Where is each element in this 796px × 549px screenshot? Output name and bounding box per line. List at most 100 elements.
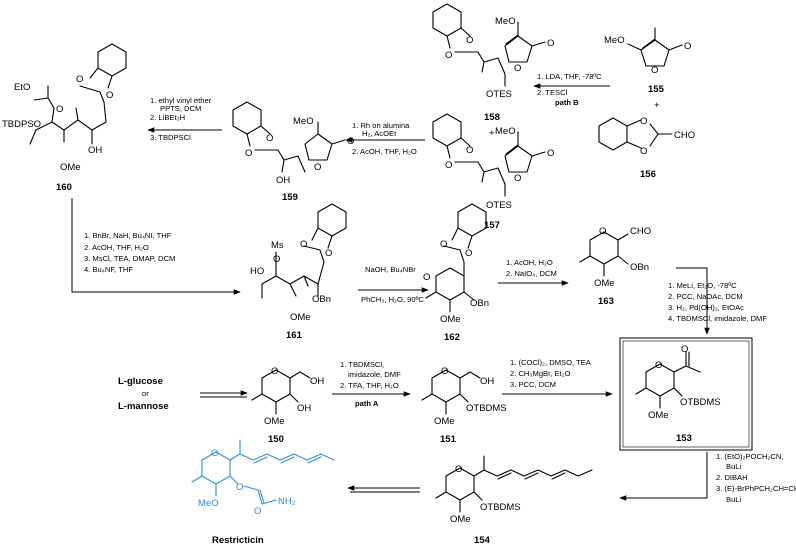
number-153: 153 bbox=[676, 433, 692, 444]
label-154-methoxy: OMe bbox=[450, 514, 471, 525]
number-163: 163 bbox=[598, 296, 614, 307]
sugar-source: L-glucose or L-mannose bbox=[118, 376, 248, 412]
label-161-mesyl: Ms bbox=[271, 240, 284, 251]
path-a-arrow: 1. TBDMSCl, imidazole, DMF 2. TFA, THF, … bbox=[332, 360, 411, 408]
to-159-condition-3: 2. AcOH, THF, H₂O bbox=[352, 147, 417, 156]
number-160: 160 bbox=[56, 182, 72, 193]
label-162-pyran-oxygen: O bbox=[423, 272, 430, 283]
to-160-condition-1: 1. ethyl vinyl ether bbox=[150, 96, 212, 105]
number-157: 157 bbox=[484, 220, 500, 231]
path-b-condition-1: 1. LDA, THF, -78ºC bbox=[537, 72, 602, 81]
label-160-hydroxyl: OH bbox=[88, 145, 102, 156]
label-156-dioxolane-oxygen-top: O bbox=[640, 116, 647, 127]
to-162-condition-1: NaOH, Bu₄NBr bbox=[365, 265, 416, 274]
to-153-bottom-condition-2: 2. CH₃MgBr, Et₂O bbox=[510, 369, 571, 378]
to-160-condition-4: 3. TBDPSCl bbox=[150, 133, 191, 142]
to-154-arrow: 1. (EtO)₂POCH₂CN, BuLi 2. DIBAH 3. (E)-B… bbox=[619, 452, 796, 504]
label-restricticin-carbonyl-oxygen: O bbox=[254, 506, 261, 517]
label-162-dioxolane-oxygen-a: O bbox=[440, 239, 447, 250]
label-155-ring-oxygen: O bbox=[651, 65, 658, 76]
label-153-ketone-oxygen: O bbox=[681, 344, 688, 355]
label-153-pyran-oxygen: O bbox=[655, 360, 662, 371]
label-157-carbonyl-oxygen: O bbox=[547, 148, 554, 159]
to-154-condition-5: BuLi bbox=[726, 495, 742, 504]
number-151: 151 bbox=[440, 434, 457, 445]
label-150-primary-hydroxyl: OH bbox=[310, 376, 324, 387]
label-161-hydroxyl: HO bbox=[250, 266, 264, 277]
label-154-pyran-oxygen: O bbox=[455, 464, 462, 475]
to-153-top-condition-3: 3. H₂, Pd(OH)₂, EtOAc bbox=[668, 303, 744, 312]
number-150: 150 bbox=[268, 434, 284, 445]
label-159-hydroxyl: OH bbox=[276, 175, 290, 186]
label-157-dioxolane-oxygen-a: O bbox=[466, 145, 473, 156]
label-158-methoxy: MeO bbox=[495, 16, 516, 27]
to-160-condition-3: 2. LiBEt₃H bbox=[150, 113, 185, 122]
compound-154: O OTBDMS OMe 154 bbox=[435, 455, 593, 546]
number-158: 158 bbox=[484, 112, 500, 123]
plus-sign-1: + bbox=[654, 100, 660, 111]
to-154-condition-1: 1. (EtO)₂POCH₂CN, bbox=[716, 452, 784, 461]
label-158-otes: OTES bbox=[486, 89, 512, 100]
to-restricticin-arrow bbox=[347, 485, 420, 493]
label-163-aldehyde: CHO bbox=[630, 226, 651, 237]
label-160-ethoxy: EtO bbox=[14, 82, 30, 93]
label-restricticin-pyran-oxygen: O bbox=[211, 448, 218, 459]
label-161-methoxy: OMe bbox=[290, 312, 311, 323]
to-153-top-condition-2: 2. PCC, NaOAc, DCM bbox=[668, 292, 743, 301]
label-153-otbdms: OTBDMS bbox=[680, 397, 721, 408]
to-161-condition-4: 4. Bu₄NF, THF bbox=[84, 265, 133, 274]
label-157-methoxy: MeO bbox=[495, 126, 516, 137]
to-160-condition-2: PPTS, DCM bbox=[160, 104, 201, 113]
restricticin-name: Restricticin bbox=[212, 535, 264, 546]
label-156-aldehyde: CHO bbox=[674, 130, 695, 141]
to-162-arrow: NaOH, Bu₄NBr PhCH₃, H₂O, 90ºC bbox=[358, 265, 429, 304]
label-158-dioxolane-oxygen-a: O bbox=[466, 35, 473, 46]
label-150-secondary-hydroxyl: OH bbox=[297, 403, 311, 414]
compound-155: MeO O O 155 bbox=[604, 27, 691, 95]
to-153-top-arrow: 1. MeLi, Et₂O, -78ºC 2. PCC, NaOAc, DCM … bbox=[668, 267, 767, 335]
compound-150: O OH OH OMe 150 bbox=[251, 366, 324, 445]
compound-159: MeO O O O O OH 159 bbox=[232, 101, 354, 203]
number-161: 161 bbox=[286, 330, 303, 341]
to-163-arrow: 1. AcOH, H₂O 2. NaIO₄, DCM bbox=[498, 258, 569, 286]
to-153-top-condition-1: 1. MeLi, Et₂O, -78ºC bbox=[668, 281, 737, 290]
label-160-ether-oxygen: O bbox=[56, 104, 63, 115]
to-159-condition-2: H₂, AcOEt bbox=[362, 129, 397, 138]
label-161-dioxolane-oxygen-b: O bbox=[325, 248, 332, 259]
to-154-condition-2: BuLi bbox=[726, 462, 742, 471]
to-159-arrow: 1. Rh on alumina H₂, AcOEt 2. AcOH, THF,… bbox=[345, 121, 425, 156]
path-b-label: path B bbox=[555, 98, 579, 107]
to-162-condition-2: PhCH₃, H₂O, 90ºC bbox=[361, 295, 424, 304]
to-163-condition-1: 1. AcOH, H₂O bbox=[506, 258, 553, 267]
label-162-methoxy: OMe bbox=[440, 314, 461, 325]
to-153-bottom-arrow: 1. (COCl)₂, DMSO, TEA 2. CH₃MgBr, Et₂O 3… bbox=[502, 358, 613, 397]
compound-153: O O OTBDMS OMe 153 bbox=[619, 337, 753, 451]
sugar-source-or: or bbox=[142, 389, 149, 398]
compound-162: O O O OBn OMe 162 bbox=[423, 203, 489, 343]
label-161-dioxolane-oxygen-a: O bbox=[300, 239, 307, 250]
label-155-methoxy: MeO bbox=[604, 35, 625, 46]
label-160-dioxolane-oxygen-a: O bbox=[76, 74, 83, 85]
label-158-dioxolane-oxygen-b: O bbox=[445, 50, 452, 61]
label-162-obn: OBn bbox=[470, 298, 489, 309]
compound-157: MeO O O O O OTES 157 bbox=[432, 113, 554, 231]
to-154-condition-3: 2. DIBAH bbox=[716, 473, 748, 482]
label-151-otbdms: OTBDMS bbox=[466, 403, 507, 414]
label-159-dioxolane-oxygen-b: O bbox=[245, 148, 252, 159]
to-153-bottom-condition-3: 3. PCC, DCM bbox=[510, 380, 556, 389]
label-159-methoxy: MeO bbox=[293, 116, 314, 127]
path-a-condition-1: 1. TBDMSCl, bbox=[340, 360, 384, 369]
number-162: 162 bbox=[444, 332, 460, 343]
path-a-condition-3: 2. TFA, THF, H₂O bbox=[340, 381, 399, 390]
number-154: 154 bbox=[474, 535, 491, 546]
compound-163: O CHO OBn OMe 163 bbox=[579, 226, 651, 307]
label-restricticin-methoxy: MeO bbox=[198, 498, 219, 509]
label-161-obn: OBn bbox=[312, 294, 331, 305]
to-161-condition-2: 2. AcOH, THF, H₂O bbox=[84, 243, 149, 252]
to-161-condition-1: 1. BnBr, NaH, Bu₄NI, THF bbox=[84, 231, 172, 240]
path-b-condition-2: 2. TESCl bbox=[537, 88, 568, 97]
label-158-carbonyl-oxygen: O bbox=[547, 38, 554, 49]
to-160-arrow: 1. ethyl vinyl ether PPTS, DCM 2. LiBEt₃… bbox=[147, 96, 222, 142]
to-154-condition-4: 3. (E)-BrPhPCH₂CH=CH-nC₃H₇, bbox=[716, 484, 796, 493]
